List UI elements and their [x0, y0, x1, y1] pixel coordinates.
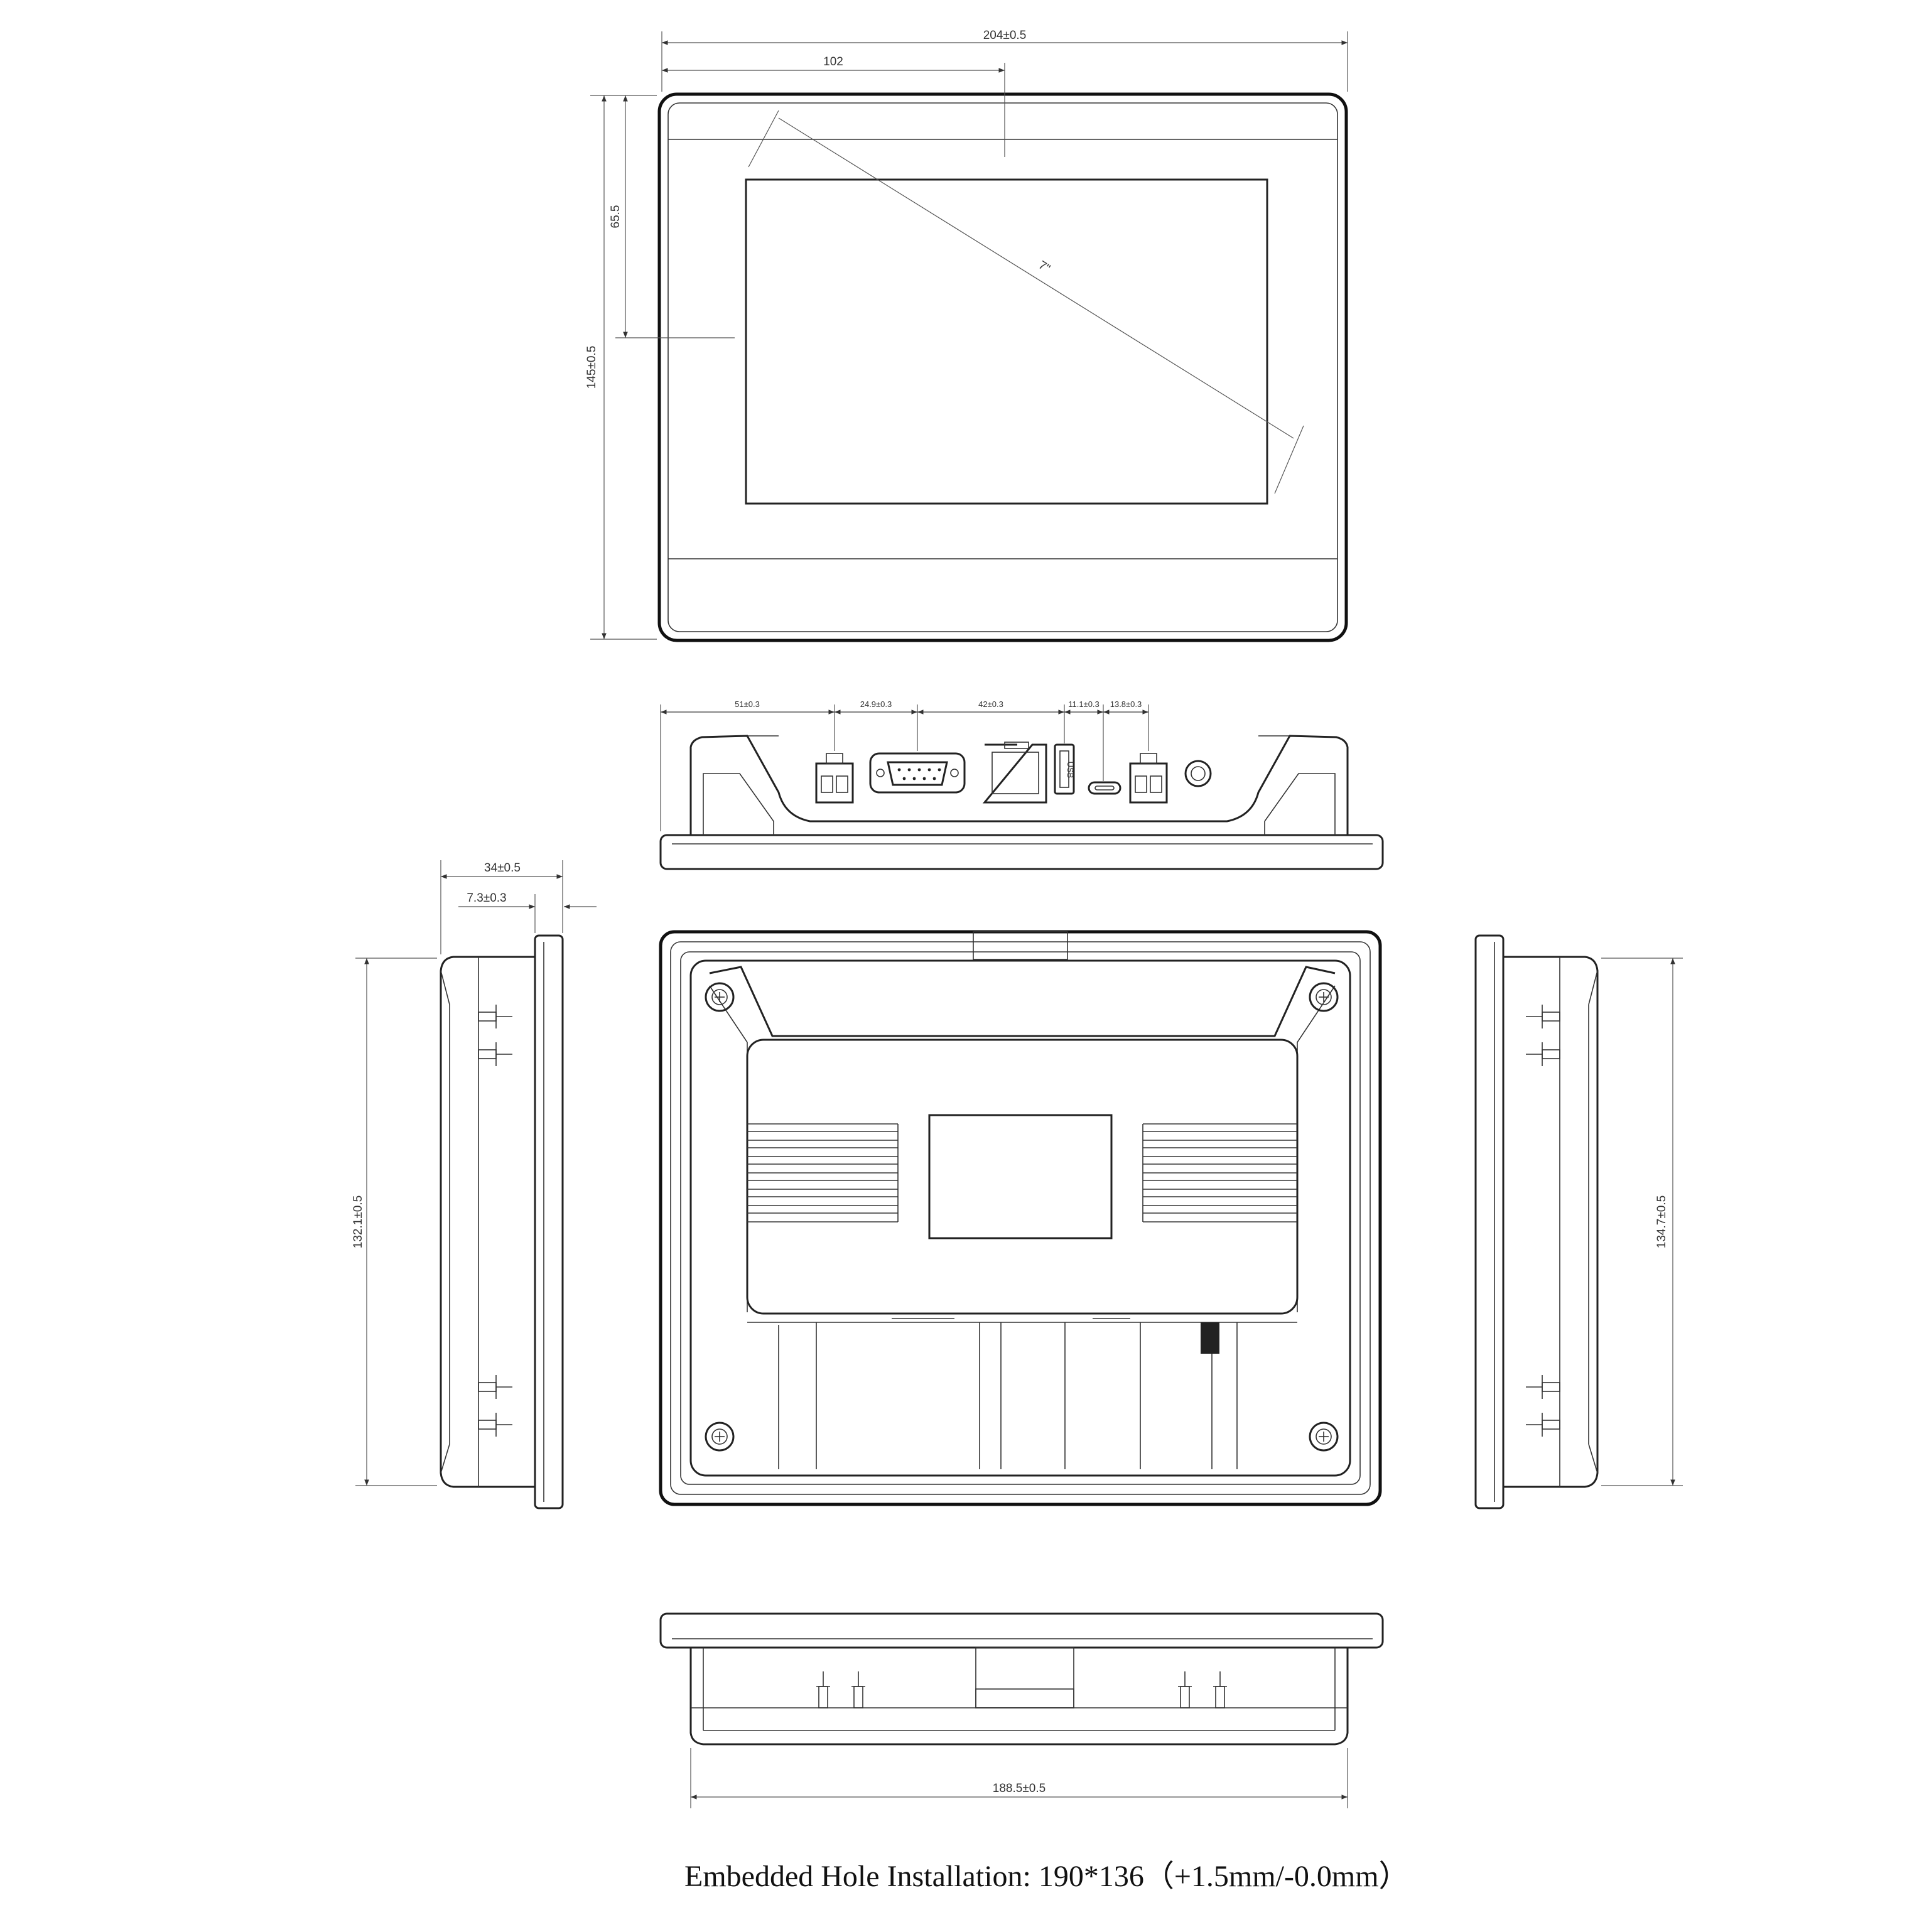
side-depth-label: 34±0.5 — [484, 861, 521, 875]
rear-view — [659, 930, 1382, 1506]
right-height-label: 134.7±0.5 — [1655, 1195, 1668, 1248]
port-dim-2: 24.9±0.3 — [860, 699, 892, 709]
port-dim-4: 11.1±0.3 — [1068, 699, 1100, 709]
front-bezel-inner — [667, 102, 1338, 632]
front-bezel-outer — [657, 92, 1348, 642]
left-height-label: 132.1±0.5 — [352, 1195, 365, 1248]
terminal-block-left — [815, 753, 854, 804]
right-side-bezel — [1474, 934, 1505, 1509]
front-height-label: 145±0.5 — [585, 346, 598, 389]
vent-left — [747, 1123, 899, 1222]
usb-a-port: USB — [1054, 743, 1075, 795]
port-dim-3: 42±0.3 — [978, 699, 1003, 709]
diagonal-label: 7" — [1036, 259, 1052, 276]
front-width-label: 204±0.5 — [983, 29, 1027, 42]
ethernet-port-rj45 — [982, 742, 1047, 804]
port-dim-1: 51±0.3 — [735, 699, 760, 709]
serial-port-db9 — [869, 752, 966, 794]
installation-caption: Embedded Hole Installation: 190*136（+1.5… — [684, 1860, 1409, 1893]
usb-c-port — [1088, 781, 1121, 795]
port-view-base — [659, 834, 1384, 870]
bottom-bezel — [659, 1612, 1384, 1649]
left-side-view: 34±0.5 7.3±0.3 132.1±0.5 — [352, 860, 597, 1509]
front-offset-label: 65.5 — [609, 205, 622, 229]
usb-label: USB — [1066, 762, 1075, 779]
port-dim-5: 13.8±0.3 — [1110, 699, 1142, 709]
display-area — [745, 178, 1268, 505]
screw-icon — [705, 982, 735, 1012]
port-view: USB 51±0.3 24.9±0.3 — [659, 699, 1384, 870]
front-view: 7" 204±0.5 102 145±0.5 65.5 — [585, 29, 1348, 642]
rear-screws — [705, 982, 1339, 1452]
side-bezel-label: 7.3±0.3 — [467, 892, 506, 905]
power-terminal — [1129, 753, 1168, 804]
ground-screw — [1184, 760, 1212, 787]
front-half-width-label: 102 — [823, 55, 843, 68]
vent-right — [1142, 1123, 1297, 1222]
screw-icon — [705, 1422, 735, 1452]
screw-icon — [1309, 1422, 1339, 1452]
right-side-view: 134.7±0.5 — [1474, 934, 1683, 1509]
left-side-bezel — [534, 934, 564, 1509]
rear-bezel-outer — [659, 930, 1382, 1506]
screw-icon — [1309, 982, 1339, 1012]
bottom-view: 188.5±0.5 — [659, 1612, 1384, 1808]
rear-label-plate — [928, 1114, 1113, 1239]
bottom-width-label: 188.5±0.5 — [993, 1782, 1046, 1795]
dip-switch — [1201, 1322, 1219, 1354]
